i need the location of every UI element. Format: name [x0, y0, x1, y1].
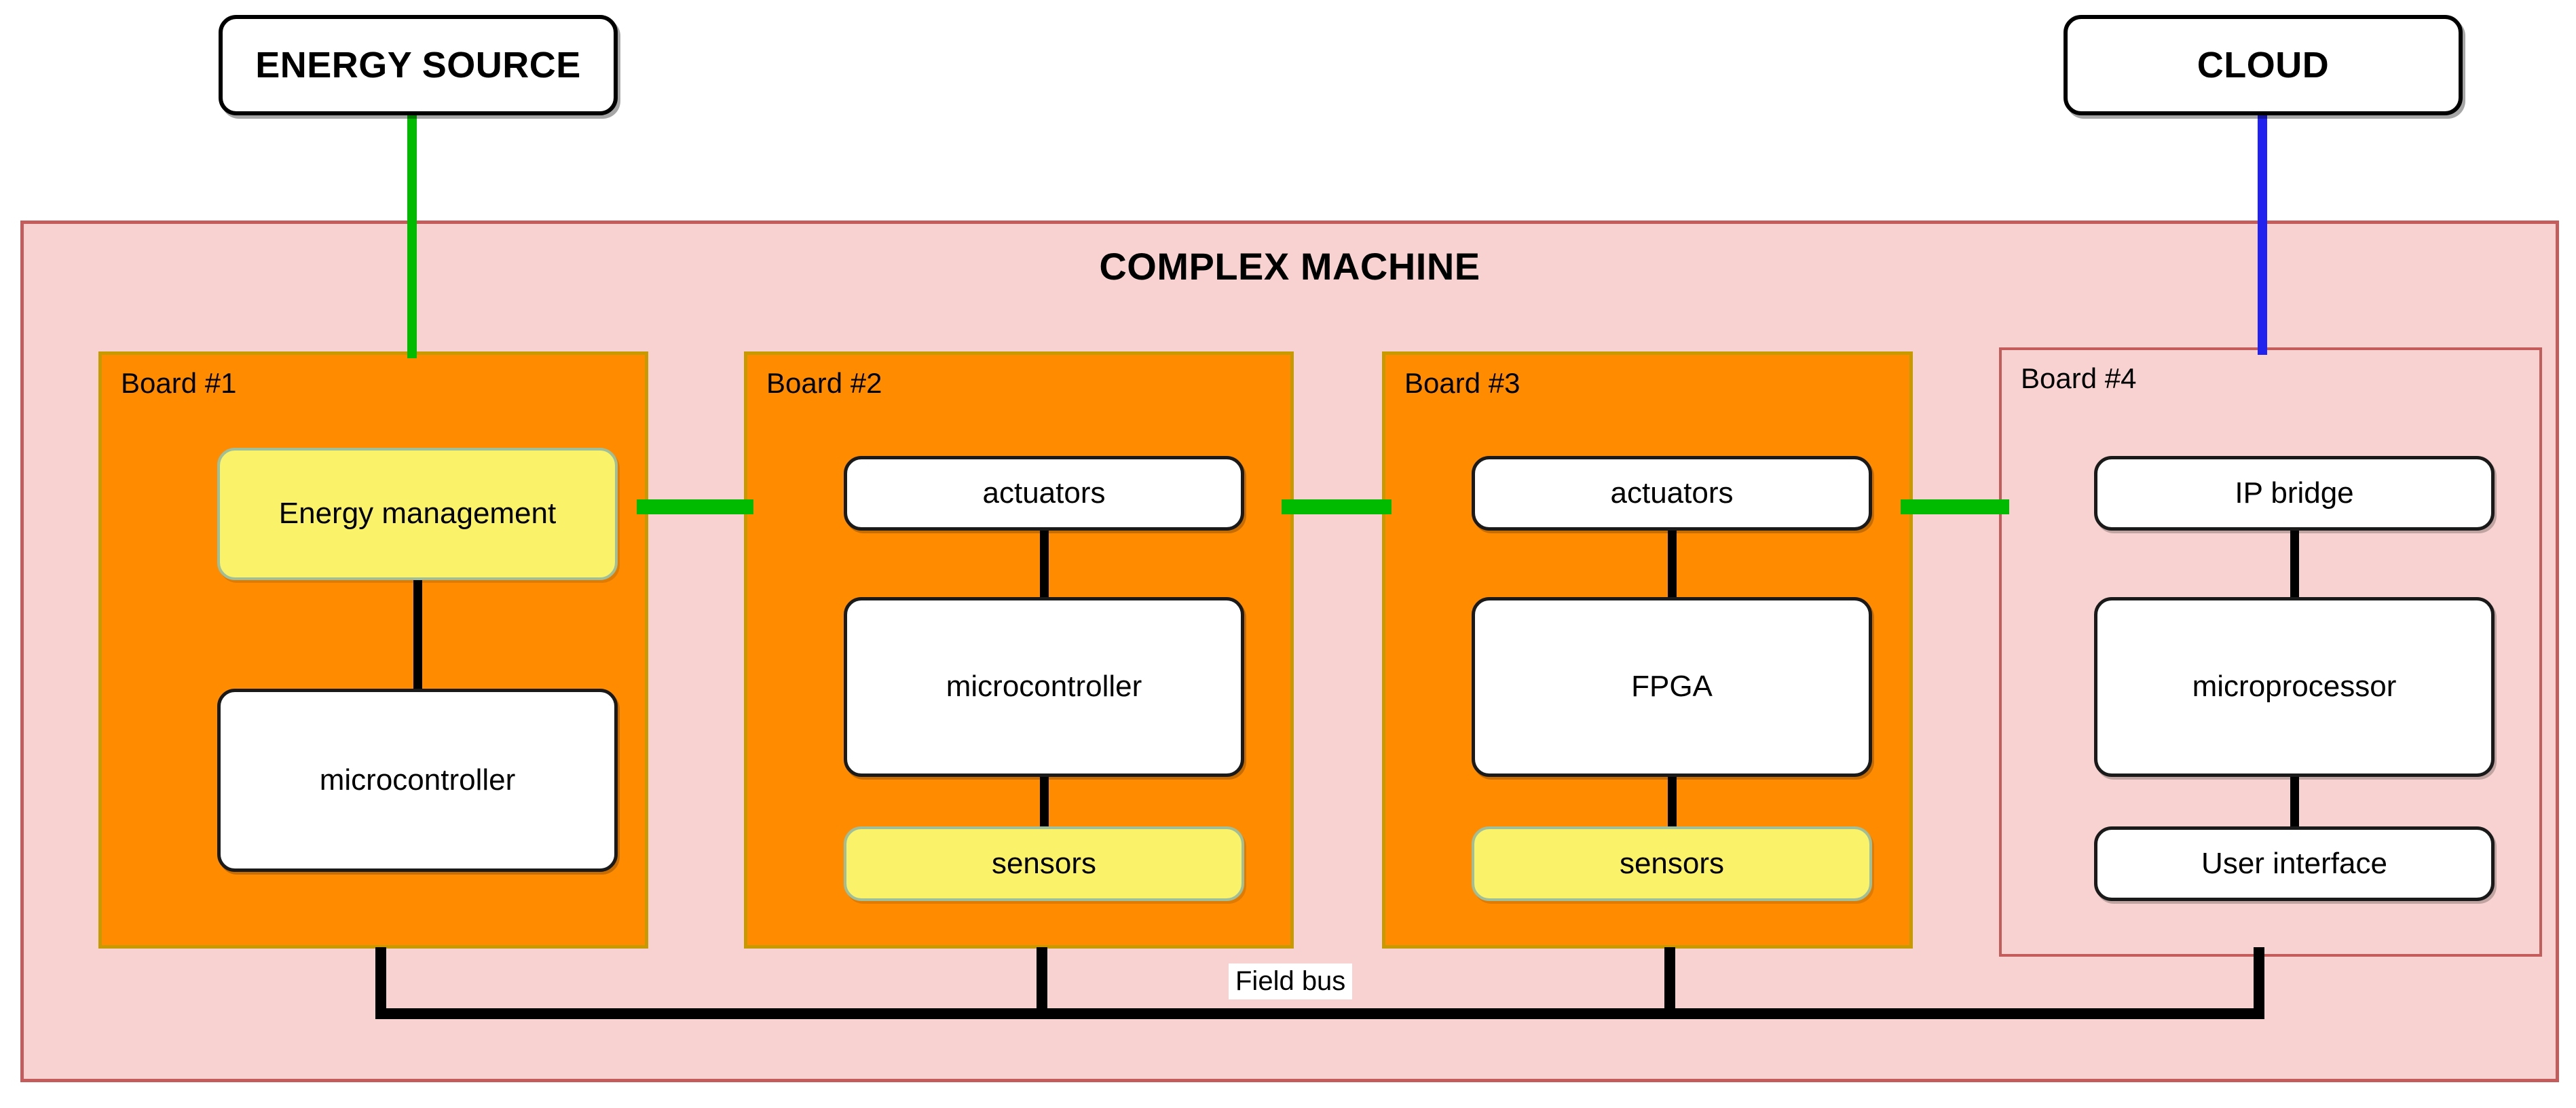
- component-board2-microcontroller[interactable]: microcontroller: [844, 597, 1244, 777]
- component-board3-actuators[interactable]: actuators: [1472, 456, 1872, 531]
- board-4[interactable]: Board #4: [1999, 347, 2542, 957]
- link-board3-actuators-to-fpga: [1668, 528, 1677, 601]
- component-board3-sensors[interactable]: sensors: [1472, 826, 1872, 901]
- link-board4-ipbridge-to-microprocessor: [2290, 528, 2299, 601]
- component-board3-fpga[interactable]: FPGA: [1472, 597, 1872, 777]
- component-board2-sensors[interactable]: sensors: [844, 826, 1244, 901]
- power-link-board2-to-board3: [1282, 499, 1392, 514]
- page-title: COMPLEX MACHINE: [1099, 245, 1480, 288]
- board-4-label: Board #4: [2021, 362, 2137, 394]
- component-energy-management[interactable]: Energy management: [217, 448, 618, 580]
- energy-source-node[interactable]: ENERGY SOURCE: [219, 15, 618, 115]
- board-3-label: Board #3: [1404, 367, 1520, 399]
- cloud-node[interactable]: CLOUD: [2064, 15, 2463, 115]
- power-link-board3-to-board4: [1901, 499, 2009, 514]
- fieldbus-stub-board1: [375, 947, 386, 1019]
- fieldbus-line: [375, 1008, 2264, 1019]
- component-board1-microcontroller[interactable]: microcontroller: [217, 689, 618, 872]
- fieldbus-stub-board2: [1037, 947, 1047, 1019]
- board-1-label: Board #1: [121, 367, 237, 399]
- board-2-label: Board #2: [766, 367, 882, 399]
- component-board2-actuators[interactable]: actuators: [844, 456, 1244, 531]
- link-board2-microcontroller-to-sensors: [1040, 775, 1049, 830]
- fieldbus-stub-board3: [1664, 947, 1675, 1019]
- link-board4-microprocessor-to-userinterface: [2290, 775, 2299, 830]
- link-energy-management-to-microcontroller: [413, 578, 422, 692]
- network-link-cloud-to-board4: [2258, 114, 2267, 355]
- component-board4-microprocessor[interactable]: microprocessor: [2094, 597, 2495, 777]
- power-link-board1-to-board2: [637, 499, 753, 514]
- component-board4-ip-bridge[interactable]: IP bridge: [2094, 456, 2495, 531]
- fieldbus-stub-board4: [2254, 947, 2264, 1019]
- fieldbus-label: Field bus: [1229, 963, 1353, 999]
- link-board3-fpga-to-sensors: [1668, 775, 1677, 830]
- link-board2-actuators-to-microcontroller: [1040, 528, 1049, 601]
- power-link-energy-to-board1: [407, 114, 417, 358]
- component-board4-user-interface[interactable]: User interface: [2094, 826, 2495, 901]
